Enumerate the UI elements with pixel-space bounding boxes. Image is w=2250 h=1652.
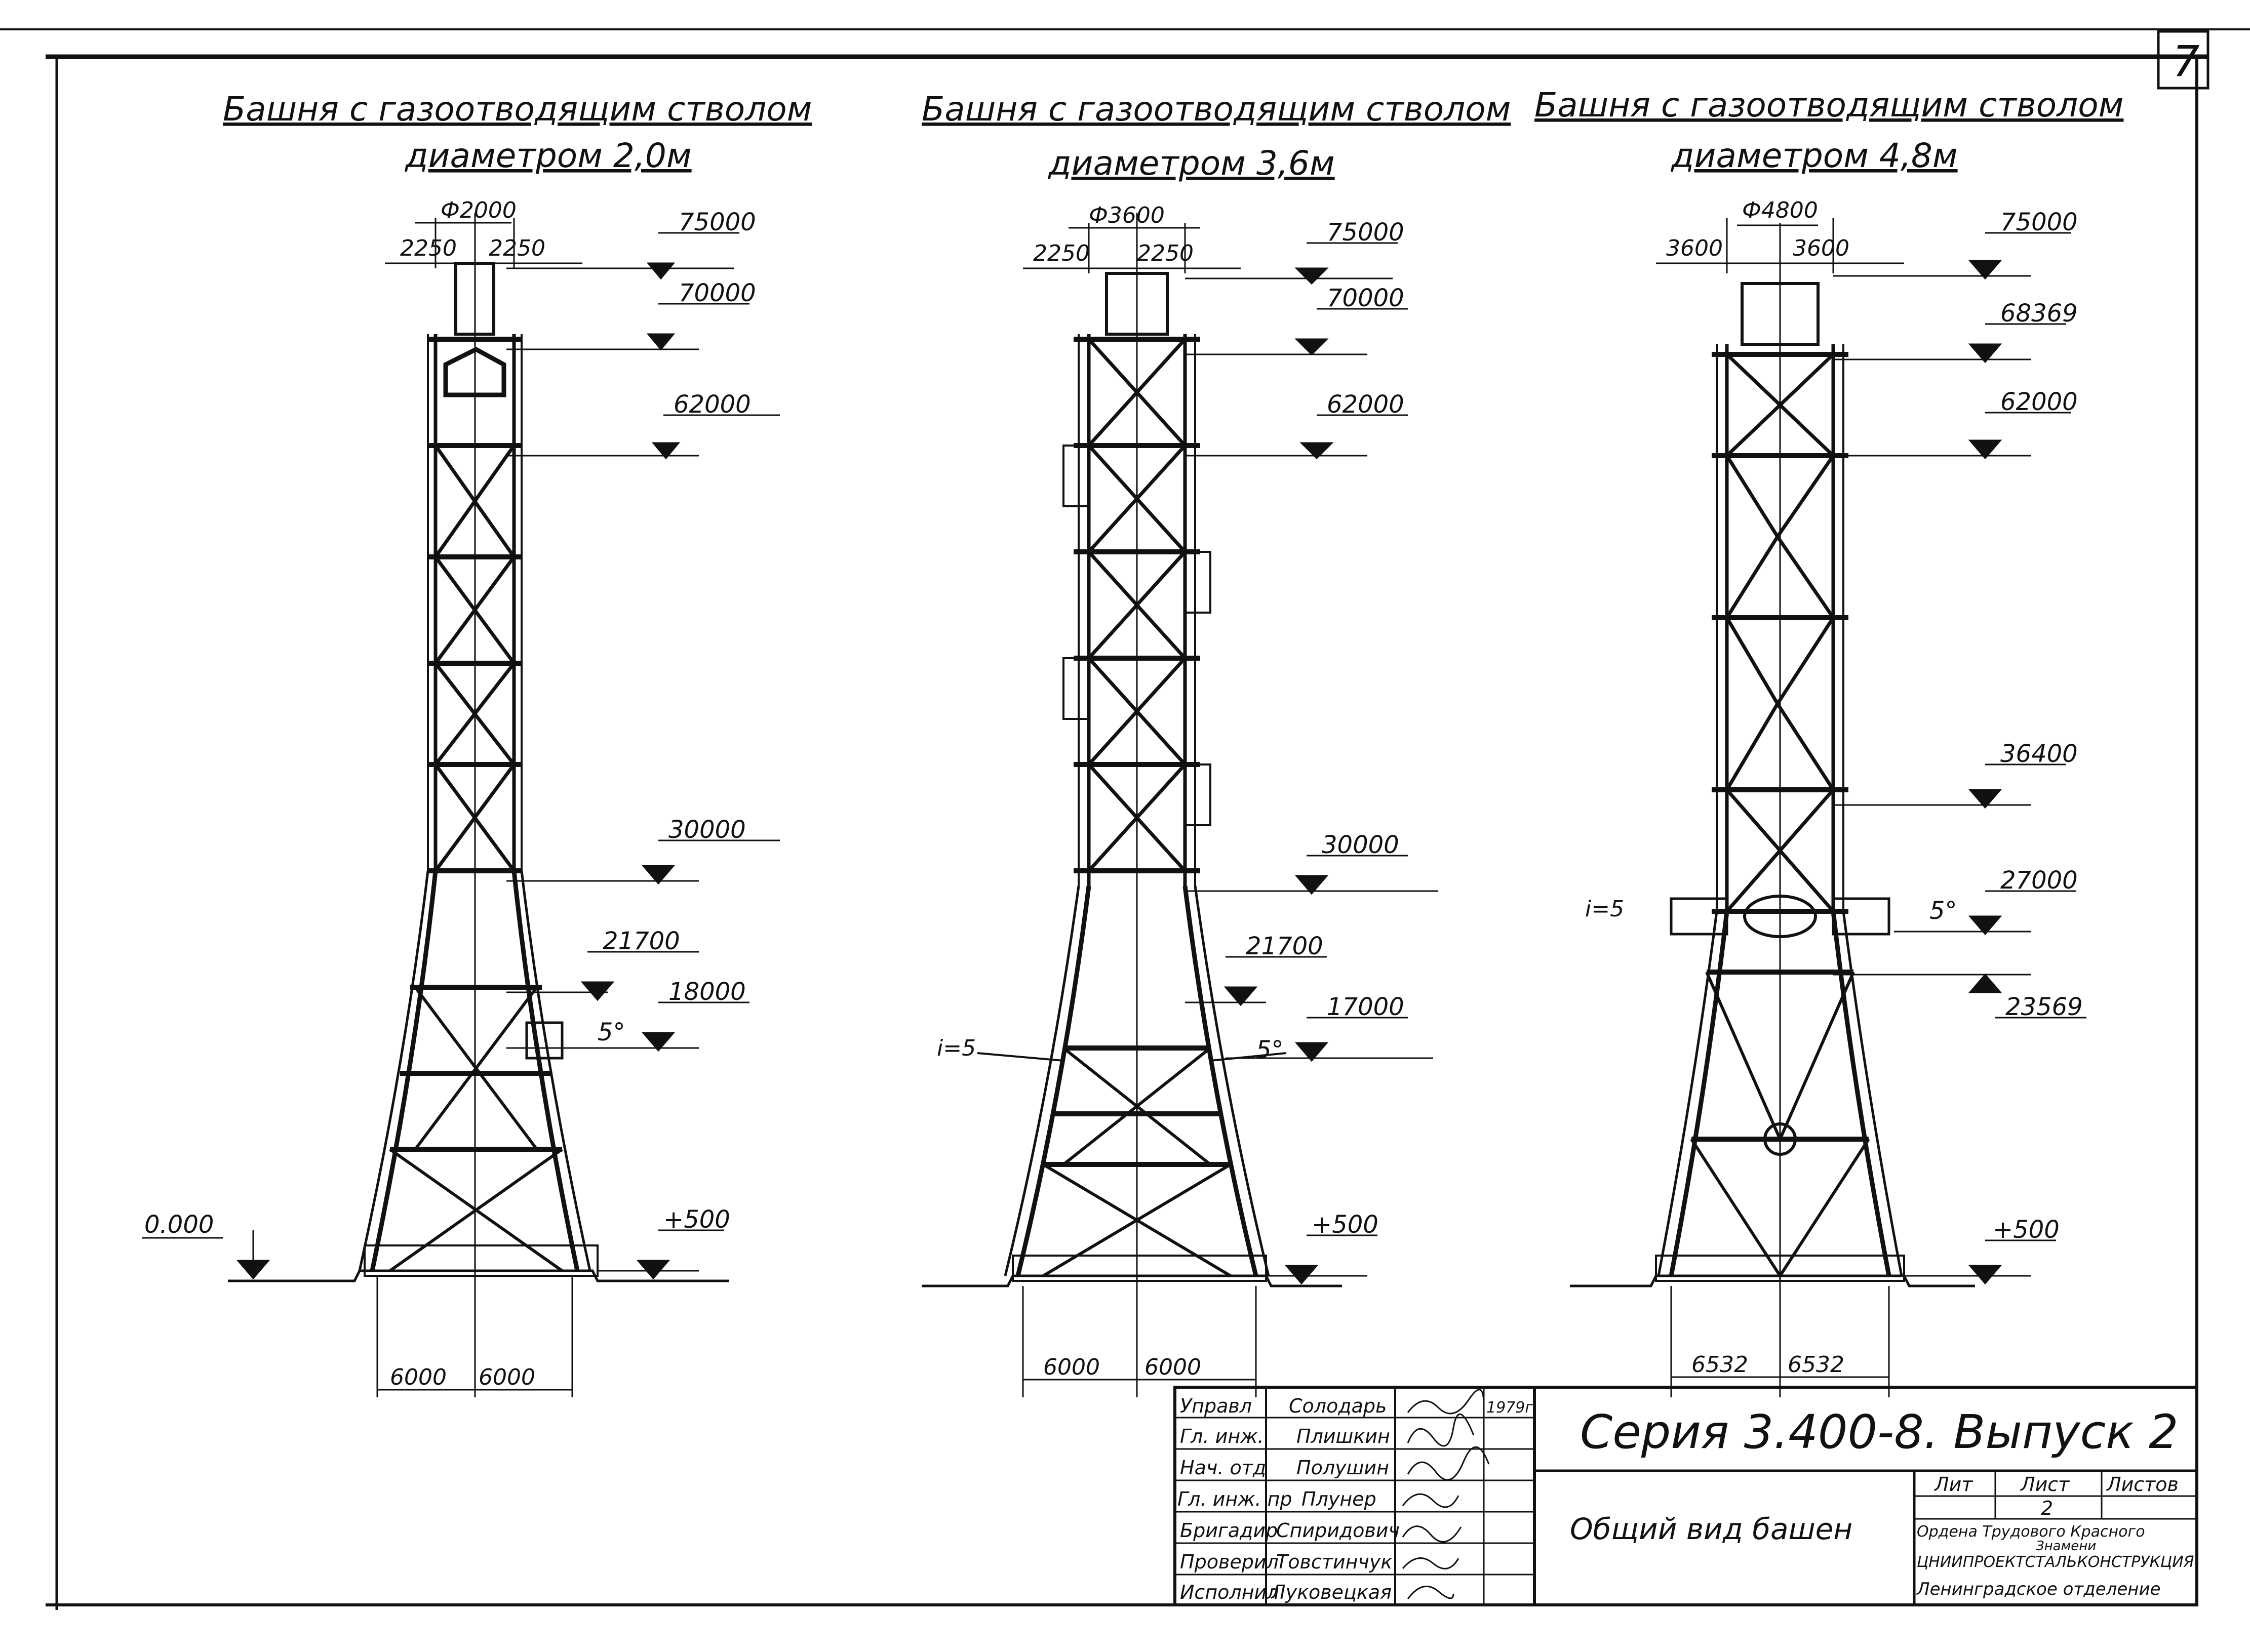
tower-3: Башня с газоотводящим стволом диаметром … <box>1534 86 2123 1397</box>
tower-3-top-diameter: Ф4800 <box>1742 197 1818 223</box>
tower-2-title-line2: диаметром 3,6м <box>1048 144 1335 183</box>
tower-1-top-dim-left: 2250 <box>400 235 457 261</box>
tower-1-top-dim-right: 2250 <box>489 235 545 261</box>
tower-2-level-30000: 30000 <box>1322 831 1399 859</box>
staff-name: Плунер <box>1301 1488 1376 1510</box>
sheet-frame <box>0 28 2250 1610</box>
tower-3-level-36400: 36400 <box>2000 740 2078 768</box>
tower-3-angle-left: i=5 <box>1585 896 1624 922</box>
tower-3-level-23569: 23569 <box>2005 993 2083 1021</box>
org-line1: Ордена Трудового Красного <box>1917 1523 2145 1541</box>
tower-1-level-plus500: +500 <box>663 1205 730 1234</box>
staff-role: Гл. инж. <box>1180 1425 1264 1447</box>
tower-2-angle-left: i=5 <box>937 1035 976 1061</box>
tower-2-level-plus500: +500 <box>1312 1211 1378 1239</box>
org-line3: ЦНИИПРОЕКТСТАЛЬКОНСТРУКЦИЯ <box>1917 1553 2194 1571</box>
signatures <box>1402 1389 1490 1599</box>
tower-1-level-75000: 75000 <box>679 208 756 236</box>
tower-1-angle: 5° <box>598 1018 625 1046</box>
tower-3-angle: 5° <box>1929 897 1957 925</box>
staff-role: Проверил <box>1180 1551 1279 1573</box>
tower-1-top-dims <box>385 218 582 268</box>
tower-1-base-dim-right: 6000 <box>479 1364 535 1390</box>
staff-name: Плишкин <box>1296 1425 1390 1447</box>
staff-name: Спиридович <box>1276 1519 1400 1542</box>
tower-2-base-dim-right: 6000 <box>1144 1354 1201 1380</box>
tower-3-top-dim-right: 3600 <box>1793 235 1849 261</box>
tower-2-level-70000: 70000 <box>1327 284 1404 312</box>
tower-2-level-62000: 62000 <box>1327 390 1404 419</box>
staff-role: Нач. отд <box>1180 1457 1266 1479</box>
tower-3-title-line2: диаметром 4,8м <box>1671 136 1958 175</box>
series-label: Серия 3.400-8. Выпуск 2 <box>1580 1405 2179 1459</box>
col-lit: Лит <box>1933 1473 1973 1496</box>
tower-3-base-dims <box>1670 1286 1890 1397</box>
tower-2-angle: 5° <box>1256 1036 1284 1064</box>
staff-name: Солодарь <box>1289 1395 1387 1417</box>
tower-3-title-line1: Башня с газоотводящим стволом <box>1534 86 2123 125</box>
tower-2-top-dim-right: 2250 <box>1137 240 1194 266</box>
col-sheets: Листов <box>2106 1473 2179 1496</box>
tower-2-base-dim-left: 6000 <box>1043 1354 1100 1380</box>
tower-3-level-75000: 75000 <box>2000 208 2078 236</box>
sheet-value: 2 <box>2041 1497 2053 1519</box>
tower-1-level-62000: 62000 <box>674 390 751 419</box>
tower-1-structure <box>228 213 729 1397</box>
tower-3-level-plus500: +500 <box>1993 1216 2060 1244</box>
tower-2-level-markers <box>1185 242 1438 1285</box>
tower-1-level-21700: 21700 <box>603 927 680 955</box>
tower-1-base-dims <box>376 1276 573 1397</box>
staff-date: 1979г <box>1486 1399 1533 1417</box>
staff-role: Исполнил <box>1180 1581 1279 1603</box>
tower-3-structure <box>1570 223 1975 1397</box>
tower-1-level-markers <box>142 232 780 1280</box>
sheet-number: 7 <box>2173 36 2199 86</box>
tower-2-level-75000: 75000 <box>1327 218 1404 247</box>
tower-2-top-dim-left: 2250 <box>1033 240 1090 266</box>
tower-1-title-line1: Башня с газоотводящим стволом <box>223 90 812 129</box>
tower-1-level-30000: 30000 <box>668 816 746 844</box>
staff-name: Полушин <box>1296 1457 1389 1479</box>
tower-2-level-21700: 21700 <box>1246 932 1323 960</box>
org-line2: Знамени <box>2036 1539 2096 1554</box>
tower-1: Башня с газоотводящим стволом диаметром … <box>142 90 812 1397</box>
tower-3-top-dims <box>1656 218 1904 273</box>
tower-3-base-dim-right: 6532 <box>1788 1352 1844 1378</box>
tower-1-title-line2: диаметром 2,0м <box>405 136 692 175</box>
tower-3-level-62000: 62000 <box>2000 388 2078 416</box>
tower-1-level-zero: 0.000 <box>144 1211 214 1239</box>
drawing-title: Общий вид башен <box>1570 1512 1852 1546</box>
tower-3-level-27000: 27000 <box>2000 866 2078 895</box>
staff-role: Бригадир <box>1180 1519 1278 1542</box>
tower-2-base-dims <box>1022 1286 1257 1397</box>
staff-role: Гл. инж. пр <box>1177 1488 1292 1510</box>
tower-3-top-dim-left: 3600 <box>1666 235 1723 261</box>
staff-table: Управл Солодарь 1979г Гл. инж. Плишкин Н… <box>1177 1395 1533 1603</box>
title-block <box>1173 1386 2198 1606</box>
staff-role: Управл <box>1180 1395 1252 1417</box>
tower-2-top-diameter: Ф3600 <box>1089 203 1165 228</box>
tower-2-structure <box>922 213 1342 1397</box>
staff-name: Товстинчук <box>1276 1551 1392 1573</box>
col-sheet: Лист <box>2020 1473 2070 1496</box>
tower-3-base-dim-left: 6532 <box>1691 1352 1748 1378</box>
tower-2-top-dims <box>1023 223 1241 273</box>
tower-3-level-markers <box>1833 232 2086 1285</box>
tower-2-title-line1: Башня с газоотводящим стволом <box>922 90 1511 129</box>
tower-1-top-diameter: Ф2000 <box>441 197 517 223</box>
staff-name: Луковецкая <box>1270 1581 1392 1603</box>
tower-1-level-70000: 70000 <box>679 279 756 307</box>
tower-2: Башня с газоотводящим стволом диаметром … <box>922 90 1511 1397</box>
tower-1-level-18000: 18000 <box>668 978 746 1006</box>
tower-1-base-dim-left: 6000 <box>390 1364 447 1390</box>
org-line4: Ленинградское отделение <box>1916 1579 2161 1599</box>
tower-2-level-17000: 17000 <box>1327 993 1404 1021</box>
tower-3-level-68369: 68369 <box>2000 299 2078 328</box>
